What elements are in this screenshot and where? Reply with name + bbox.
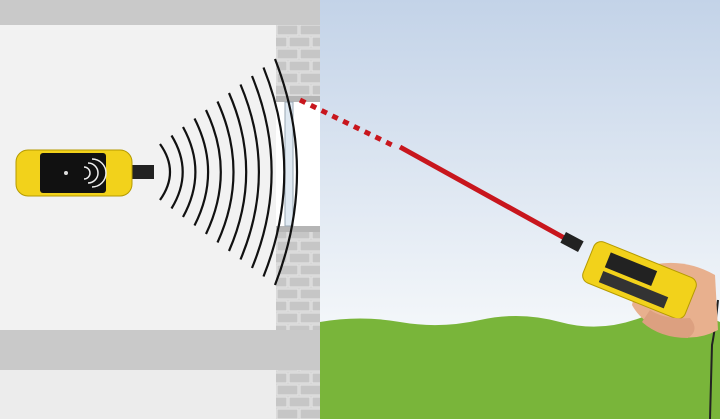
window-sill <box>276 226 320 232</box>
wave-arc <box>159 143 171 201</box>
wave-arc <box>193 118 210 226</box>
wave-arc <box>216 101 235 243</box>
signal-waves <box>159 58 299 286</box>
wave-arc <box>250 75 273 269</box>
transmitter-device <box>560 232 719 419</box>
wifi-signal-icon <box>83 158 107 188</box>
wave-arc <box>227 92 248 252</box>
antenna-beam <box>298 97 570 243</box>
wave-arc <box>239 84 260 260</box>
ceiling <box>0 0 320 25</box>
receiver-device <box>15 149 154 197</box>
grass <box>320 311 720 419</box>
wave-arc <box>170 134 184 210</box>
wave-arc <box>205 109 222 235</box>
wall-lower <box>276 230 320 330</box>
wave-arc <box>273 58 299 286</box>
lower-room <box>0 370 276 419</box>
wave-arc <box>182 126 197 218</box>
wall-basement <box>276 370 320 419</box>
window-lintel <box>276 96 320 102</box>
floor-slab <box>0 330 320 370</box>
wall-upper <box>276 25 320 98</box>
wave-arc <box>262 67 286 277</box>
